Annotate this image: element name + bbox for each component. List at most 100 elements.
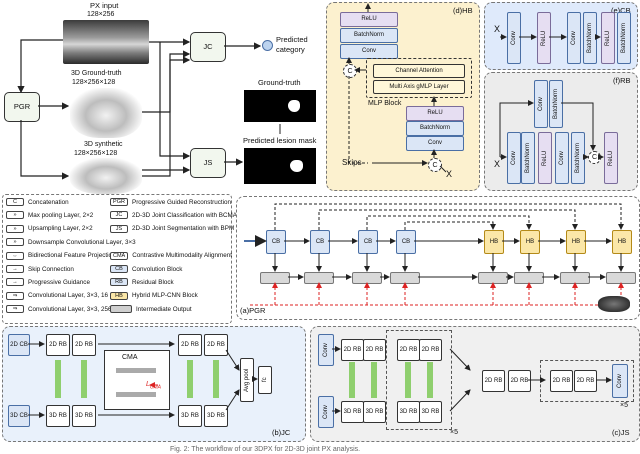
js-times5-a: ×5 [450, 429, 458, 436]
js-2d-rb-decoder: 2D RB [482, 370, 505, 392]
legend-text: Convolutional Layer, 3×3, 16 [28, 292, 108, 300]
px-size-label: 128×256 [87, 11, 115, 18]
legend-key: ⇒ [6, 305, 24, 314]
hb-relu-top: ReLU [340, 12, 398, 27]
legend-row: ⇒ Convolutional Layer, 3×3, 256 [6, 305, 112, 314]
jc-2d-rb: 2D RB [72, 334, 96, 356]
rb-panel-label: (f)RB [613, 76, 631, 85]
legend-row: →Progressive Guidance [6, 278, 90, 287]
legend-key: HB [110, 291, 128, 300]
px-image [63, 20, 149, 64]
legend-key: JS [110, 224, 128, 233]
hb-concat-bot: C [428, 158, 442, 172]
legend-row: C Concatenation [6, 198, 69, 206]
legend-text: Upsampling Layer, 2×2 [28, 225, 93, 233]
gt3d-size-label: 128×256×128 [72, 79, 116, 86]
legend-row-right: HB Hybrid MLP-CNN Block [110, 291, 198, 300]
pred-cat-label-2: category [276, 45, 305, 54]
pgr-cb-block: CB [396, 230, 416, 254]
legend-box [2, 194, 232, 324]
px-input-label: PX input [90, 1, 119, 10]
js-box: JS [190, 148, 226, 178]
legend-key: → [6, 265, 24, 273]
jc-cma-bar-1 [116, 368, 156, 373]
jc-cma-box [104, 350, 170, 410]
pgr-panel-label: (a)PGR [240, 306, 266, 315]
js-times5-b: ×5 [620, 402, 628, 409]
legend-row: → Skip Connection [6, 265, 74, 273]
cb-panel-label: (e)CB [611, 6, 631, 15]
syn3d-label: 3D synthetic [84, 141, 123, 148]
js-panel-label: (c)JS [612, 428, 630, 437]
legend-row-right: PGR Progressive Guided Reconstruction [110, 198, 231, 206]
legend-key: » [6, 224, 24, 233]
predicted-mask [244, 148, 316, 184]
syn3d-image [70, 158, 142, 194]
legend-text: Convolution Block [132, 265, 183, 273]
jc-3d-cb: 3D CB [8, 405, 30, 427]
legend-text: Progressive Guided Reconstruction [132, 198, 232, 206]
hb-mlp-block-frame [366, 58, 472, 98]
jc-box: JC [190, 32, 226, 62]
pred-lesion [290, 160, 303, 172]
legend-row-right: Intermediate Output [110, 305, 192, 314]
legend-text: 2D-3D Joint Classification with BCMA [132, 211, 237, 219]
legend-key: → [6, 278, 24, 287]
legend-text: Contrastive Multimodality Alignment [132, 252, 232, 260]
syn3d-size-label: 128×256×128 [74, 150, 118, 157]
cb-x-label: X [494, 24, 501, 34]
jc-cma-bar-2 [116, 392, 156, 397]
js-3d-rb: 3D RB [363, 401, 386, 423]
ground-truth-mask [244, 90, 316, 122]
legend-key: C [6, 198, 24, 206]
legend-text: Bidirectional Feature Projection [28, 252, 116, 260]
jc-3d-rb: 3D RB [72, 405, 96, 427]
legend-key: PGR [110, 198, 128, 206]
hb-bn-bot: BatchNorm [406, 121, 464, 136]
jc-cma-label: CMA [122, 354, 138, 361]
legend-key: CB [110, 265, 128, 273]
pgr-hb-block: HB [484, 230, 504, 254]
legend-key: CMA [110, 251, 129, 260]
legend-text: Hybrid MLP-CNN Block [132, 292, 198, 300]
pgr-cb-block: CB [358, 230, 378, 254]
legend-row: » Max pooling Layer, 2×2 [6, 211, 94, 220]
legend-row: ⇒ Convolutional Layer, 3×3, 16 [6, 291, 108, 300]
js-3d-rb: 3D RB [419, 401, 442, 423]
pgr-output-image [598, 296, 630, 312]
rb-x-label: X [494, 159, 501, 169]
legend-key: ⇒ [6, 291, 24, 300]
jc-panel-label: (b)JC [272, 428, 291, 437]
legend-key: » [6, 238, 24, 247]
legend-text: Skip Connection [28, 265, 74, 273]
legend-text: Residual Block [132, 278, 174, 286]
hb-panel-label: (d)HB [453, 6, 473, 15]
jc-3d-rb: 3D RB [178, 405, 202, 427]
legend-row: » Upsampling Layer, 2×2 [6, 224, 93, 233]
jc-lcma: LCMA [146, 381, 162, 391]
legend-text: Concatenation [28, 198, 69, 206]
legend-text: Downsample Convolutional Layer, 3×3 [28, 238, 136, 246]
js-2d-rb: 2D RB [419, 339, 442, 361]
js-2d-rb-decoder: 2D RB [508, 370, 531, 392]
legend-text: Convolutional Layer, 3×3, 256 [28, 305, 112, 313]
pred-mask-label: Predicted lesion mask [243, 136, 317, 145]
legend-text: Intermediate Output [136, 305, 192, 313]
pgr-box: PGR [4, 92, 40, 122]
jc-2d-cb: 2D CB [8, 334, 30, 356]
jc-2d-rb: 2D RB [46, 334, 70, 356]
pgr-hb-block: HB [612, 230, 632, 254]
legend-key: » [6, 211, 24, 220]
jc-3d-rb: 3D RB [204, 405, 228, 427]
jc-3d-rb: 3D RB [46, 405, 70, 427]
legend-text: Max pooling Layer, 2×2 [28, 211, 94, 219]
pred-cat-label-1: Predicted [276, 35, 308, 44]
gt3d-image [70, 88, 142, 138]
